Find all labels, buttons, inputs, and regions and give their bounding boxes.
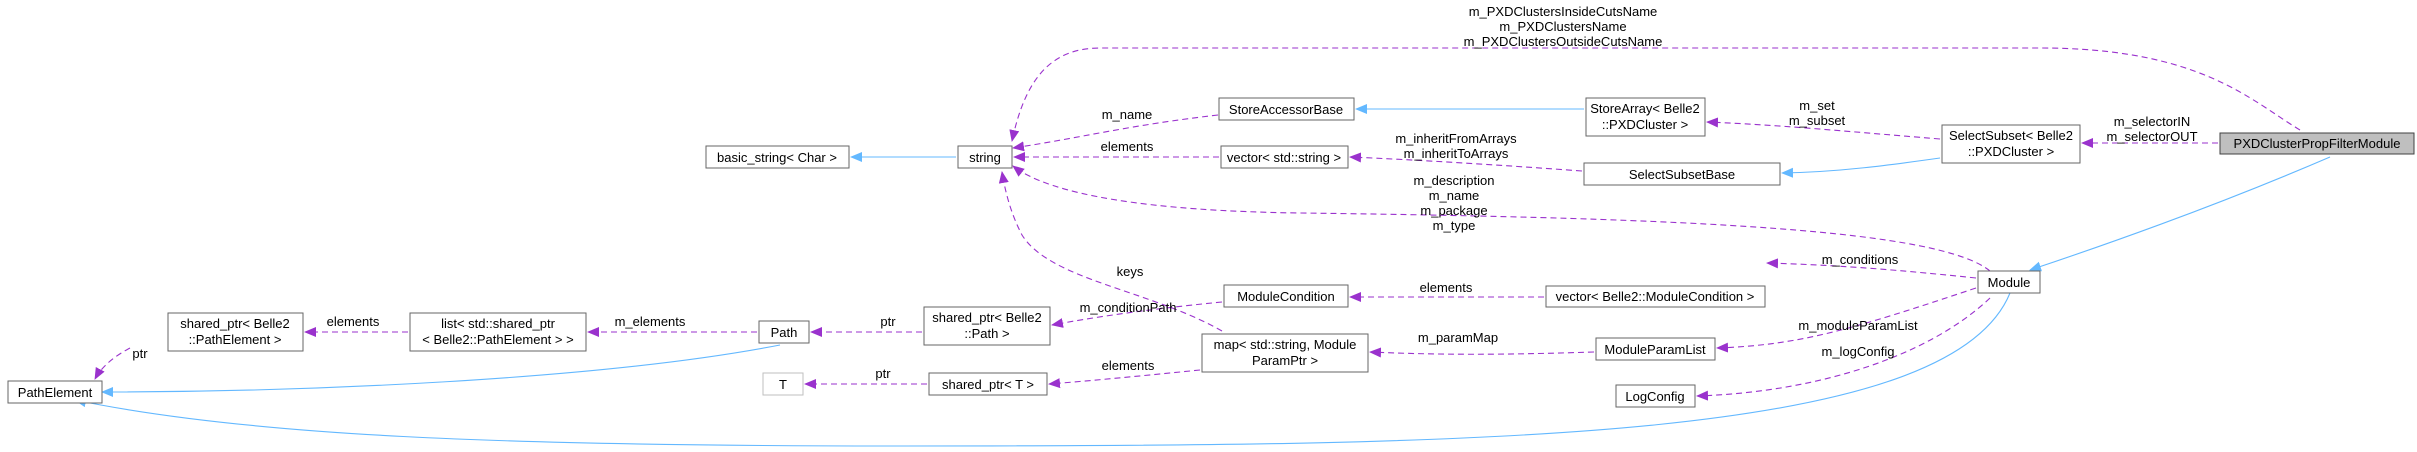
edge-label-selector: m_selectorIN m_selectorOUT (2106, 114, 2197, 144)
node-label: vector< std::string > (1227, 150, 1341, 165)
edge-usage-module-conditions (1766, 258, 1977, 279)
node-label: SelectSubsetBase (1629, 167, 1735, 182)
edge-label-names: m_PXDClustersInsideCutsName m_PXDCluster… (1464, 4, 1663, 49)
node-label: ::PathElement > (189, 332, 282, 347)
node-label: PathElement (18, 385, 93, 400)
edge-inherit-filter-module (2029, 156, 2331, 272)
edge-label-conditions: m_conditions (1822, 252, 1899, 267)
edge-label-inherit-arrays: m_inheritFromArrays m_inheritToArrays (1395, 131, 1517, 161)
edge-label-elements-list: elements (327, 314, 380, 329)
node-map-module-param[interactable]: map< std::string, Module ParamPtr > (1201, 333, 1369, 373)
edge-label-ptr-pathelement: ptr (132, 346, 148, 361)
node-label: shared_ptr< Belle2 (180, 316, 290, 331)
edge-usage-map-keys (998, 171, 1223, 332)
node-label: map< std::string, Module (1214, 337, 1357, 352)
node-label: shared_ptr< Belle2 (932, 310, 1042, 325)
node-label: Path (771, 325, 798, 340)
node-select-subset-base[interactable]: SelectSubsetBase (1583, 162, 1781, 186)
edge-label-keys: keys (1117, 264, 1144, 279)
node-label: ::PXDCluster > (1968, 144, 2054, 159)
edge-usage-mpl-parammap (1369, 347, 1595, 358)
node-label: vector< Belle2::ModuleCondition > (1556, 289, 1755, 304)
node-label: basic_string< Char > (717, 150, 837, 165)
svg-text:m_name: m_name (1429, 188, 1480, 203)
edge-usage-accessor-name (1012, 114, 1219, 152)
node-label: < Belle2::PathElement > > (422, 332, 573, 347)
svg-text:m_type: m_type (1433, 218, 1476, 233)
node-string[interactable]: string (957, 145, 1013, 169)
edge-usage-map-elements (1048, 369, 1201, 389)
node-path-element[interactable]: PathElement (7, 380, 103, 404)
edge-label-m-elements: m_elements (615, 314, 686, 329)
node-label: StoreAccessorBase (1229, 102, 1343, 117)
node-label: ::PXDCluster > (1602, 117, 1688, 132)
edge-label-condition-path: m_conditionPath (1080, 300, 1177, 315)
edge-label-set-subset: m_set m_subset (1789, 98, 1846, 128)
node-t[interactable]: T (762, 372, 804, 396)
svg-text:m_selectorOUT: m_selectorOUT (2106, 129, 2197, 144)
node-label: string (969, 150, 1001, 165)
node-label: PXDClusterPropFilterModule (2234, 136, 2401, 151)
node-shared-ptr-t[interactable]: shared_ptr< T > (928, 372, 1048, 396)
node-label: ModuleParamList (1604, 342, 1706, 357)
edge-usage-subset-base-arrays (1349, 152, 1583, 172)
node-pxd-cluster-prop-filter-module[interactable]: PXDClusterPropFilterModule (2219, 132, 2415, 155)
node-label: ModuleCondition (1237, 289, 1335, 304)
node-label: Module (1988, 275, 2031, 290)
node-label: shared_ptr< T > (942, 377, 1034, 392)
svg-text:m_set: m_set (1799, 98, 1835, 113)
node-label: LogConfig (1625, 389, 1684, 404)
svg-text:m_inheritToArrays: m_inheritToArrays (1404, 146, 1509, 161)
node-label: list< std::shared_ptr (441, 316, 555, 331)
edge-label-module-strings: m_description m_name m_package m_type (1414, 173, 1495, 233)
svg-text:m_package: m_package (1420, 203, 1487, 218)
edge-label-log-config: m_logConfig (1822, 344, 1895, 359)
edge-usage-subset-set (1706, 117, 1941, 140)
edge-usage-module-logconfig (1696, 297, 1991, 401)
node-shared-ptr-path[interactable]: shared_ptr< Belle2 ::Path > (923, 306, 1051, 346)
node-select-subset[interactable]: SelectSubset< Belle2 ::PXDCluster > (1941, 124, 2081, 164)
svg-text:m_inheritFromArrays: m_inheritFromArrays (1395, 131, 1517, 146)
svg-text:m_subset: m_subset (1789, 113, 1846, 128)
edge-label-param-map: m_paramMap (1418, 330, 1498, 345)
edge-label-elements-map: elements (1102, 358, 1155, 373)
node-store-accessor-base[interactable]: StoreAccessorBase (1218, 97, 1355, 121)
node-label: ParamPtr > (1252, 353, 1318, 368)
node-log-config[interactable]: LogConfig (1615, 384, 1696, 408)
edge-label-elements-string: elements (1101, 139, 1154, 154)
svg-text:m_PXDClustersOutsideCutsName: m_PXDClustersOutsideCutsName (1464, 34, 1663, 49)
edge-label-m-name: m_name (1102, 107, 1153, 122)
edge-inherit-select-subset-base (1781, 157, 1941, 178)
svg-text:m_PXDClustersName: m_PXDClustersName (1499, 19, 1626, 34)
edge-label-ptr-path: ptr (880, 314, 896, 329)
node-label: StoreArray< Belle2 (1590, 101, 1699, 116)
node-module-param-list[interactable]: ModuleParamList (1595, 337, 1716, 361)
svg-text:m_description: m_description (1414, 173, 1495, 188)
node-store-array[interactable]: StoreArray< Belle2 ::PXDCluster > (1585, 97, 1706, 137)
node-basic-string[interactable]: basic_string< Char > (705, 145, 850, 169)
node-label: SelectSubset< Belle2 (1949, 128, 2073, 143)
edge-usage-module-strings (1012, 165, 1991, 272)
node-shared-ptr-pathelement[interactable]: shared_ptr< Belle2 ::PathElement > (167, 312, 304, 352)
svg-text:m_selectorIN: m_selectorIN (2114, 114, 2191, 129)
node-module[interactable]: Module (1977, 270, 2041, 294)
node-label: ::Path > (964, 326, 1009, 341)
node-vector-module-condition[interactable]: vector< Belle2::ModuleCondition > (1545, 285, 1766, 308)
node-label: T (779, 377, 787, 392)
edge-usage-pathelement-ptr (94, 347, 131, 380)
edge-label-elements-condition: elements (1420, 280, 1473, 295)
node-list-shared-ptr[interactable]: list< std::shared_ptr < Belle2::PathElem… (409, 312, 587, 352)
edge-label-ptr-t: ptr (875, 366, 891, 381)
node-path[interactable]: Path (758, 320, 810, 344)
edge-inherit-module-pathelement (74, 292, 2011, 447)
node-vector-string[interactable]: vector< std::string > (1220, 145, 1349, 169)
node-module-condition[interactable]: ModuleCondition (1223, 284, 1349, 308)
edge-usage-filter-names (1009, 47, 2301, 142)
edge-usage-shared-path-condition (1051, 301, 1223, 328)
edge-label-module-param-list: m_moduleParamList (1798, 318, 1918, 333)
edge-usage-module-mpl (1716, 287, 1977, 353)
svg-text:m_PXDClustersInsideCutsName: m_PXDClustersInsideCutsName (1469, 4, 1658, 19)
edge-inherit-path-pathelement (101, 344, 781, 397)
